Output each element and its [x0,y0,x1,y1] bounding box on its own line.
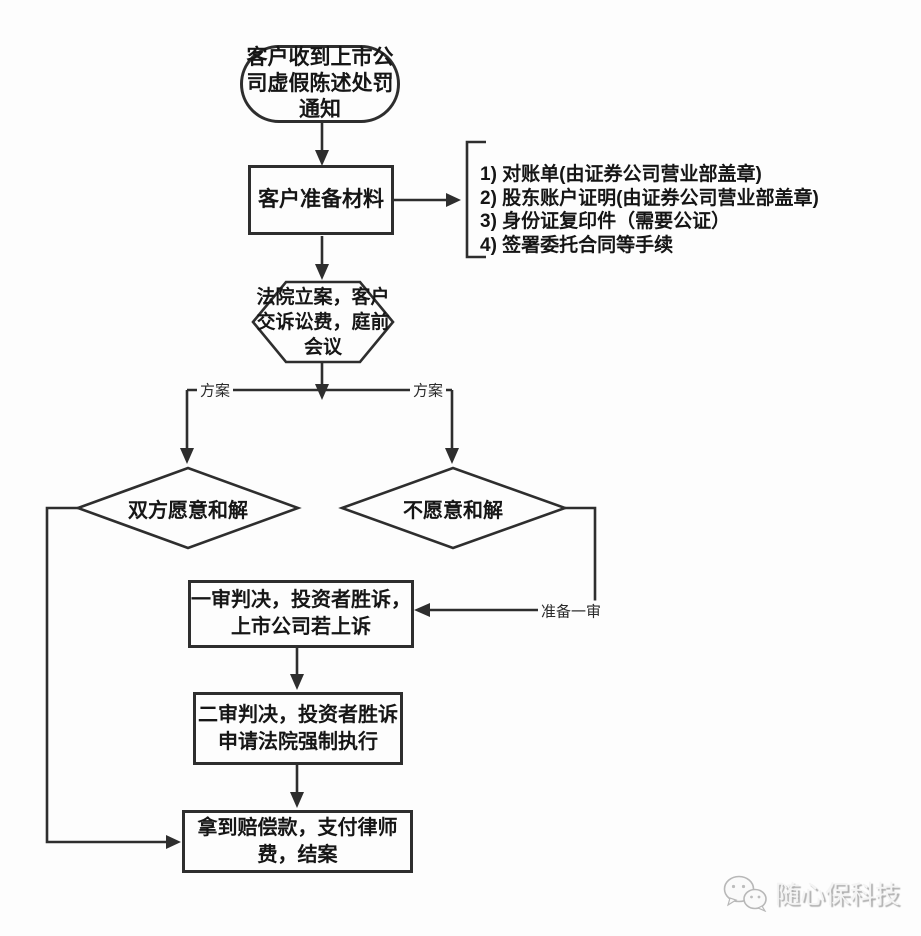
node-settle-yes-text: 双方愿意和解 [88,488,288,528]
filing-hexagon-shape [251,280,395,364]
arrowhead-settle-yes-to-closing [166,835,181,849]
node-second-trial-text: 二审判决，投资者胜诉 申请法院强制执行 [198,703,398,753]
court-filing-label: 法院立案，客户 交诉讼费，庭前 会议 [256,286,390,358]
arrowhead-start-to-prepare [315,150,329,166]
branch-label-plan-right: 方案 [409,379,447,401]
arrowhead-prepare-to-filing [315,264,329,280]
settle-no-label: 不愿意和解 [403,499,503,522]
materials-item: 1) 对账单(由证券公司营业部盖章) [480,164,762,185]
watermark: 随心保科技 [722,874,900,912]
arrowhead-prepare-to-materials [446,193,461,207]
arrowhead-branch-to-settle-no [445,448,459,464]
node-first-trial-text: 一审判决，投资者胜诉， 上市公司若上诉 [191,589,411,638]
node-prepare-materials: 客户准备材料 [248,165,394,235]
branch-label-plan-left: 方案 [196,379,234,401]
node-start-terminator: 客户收到上市公 司虚假陈述处罚 通知 [240,45,400,123]
materials-list: 1) 对账单(由证券公司营业部盖章) 2) 股东账户证明(由证券公司营业部盖章)… [480,163,819,258]
node-prepare-materials-text: 客户准备材料 [258,188,384,211]
materials-item: 3) 身份证复印件（需要公证） [480,211,731,233]
wechat-icon [723,875,767,912]
node-court-filing-text: 法院立案，客户 交诉讼费，庭前 会议 [253,283,393,361]
node-settle-no-text: 不愿意和解 [353,488,553,528]
node-closing-text: 拿到赔偿款，支付律师 费，结案 [197,816,398,866]
materials-item: 2) 股东账户证明(由证券公司营业部盖章) [480,187,819,209]
arrow-settle-yes-to-closing-line [45,506,166,844]
watermark-brand: 随心保科技 [775,881,901,909]
arrow-settle-no-to-first-trial-line [430,506,597,612]
arrowhead-settle-no-to-first-trial [414,603,430,617]
settle-no-diamond-shape [338,466,569,550]
node-start-text: 客户收到上市公 司虚假陈述处罚 通知 [246,46,394,121]
materials-bracket [465,140,486,259]
arrowhead-second-trial-to-closing [290,792,304,808]
materials-item: 4) 签署委托合同等手续 [480,235,674,257]
node-second-trial: 二审判决，投资者胜诉 申请法院强制执行 [193,692,403,765]
arrowhead-first-to-second-trial [290,674,304,690]
arrowhead-branch-to-settle-yes [180,448,194,464]
settle-yes-diamond-shape [74,466,302,550]
settle-yes-label: 双方愿意和解 [128,499,248,522]
arrowhead-filing-to-branch [315,384,329,400]
node-closing: 拿到赔偿款，支付律师 费，结案 [182,810,413,873]
node-first-trial: 一审判决，投资者胜诉， 上市公司若上诉 [188,580,414,648]
wire-label-prepare-first-trial: 准备一审 [537,600,605,622]
